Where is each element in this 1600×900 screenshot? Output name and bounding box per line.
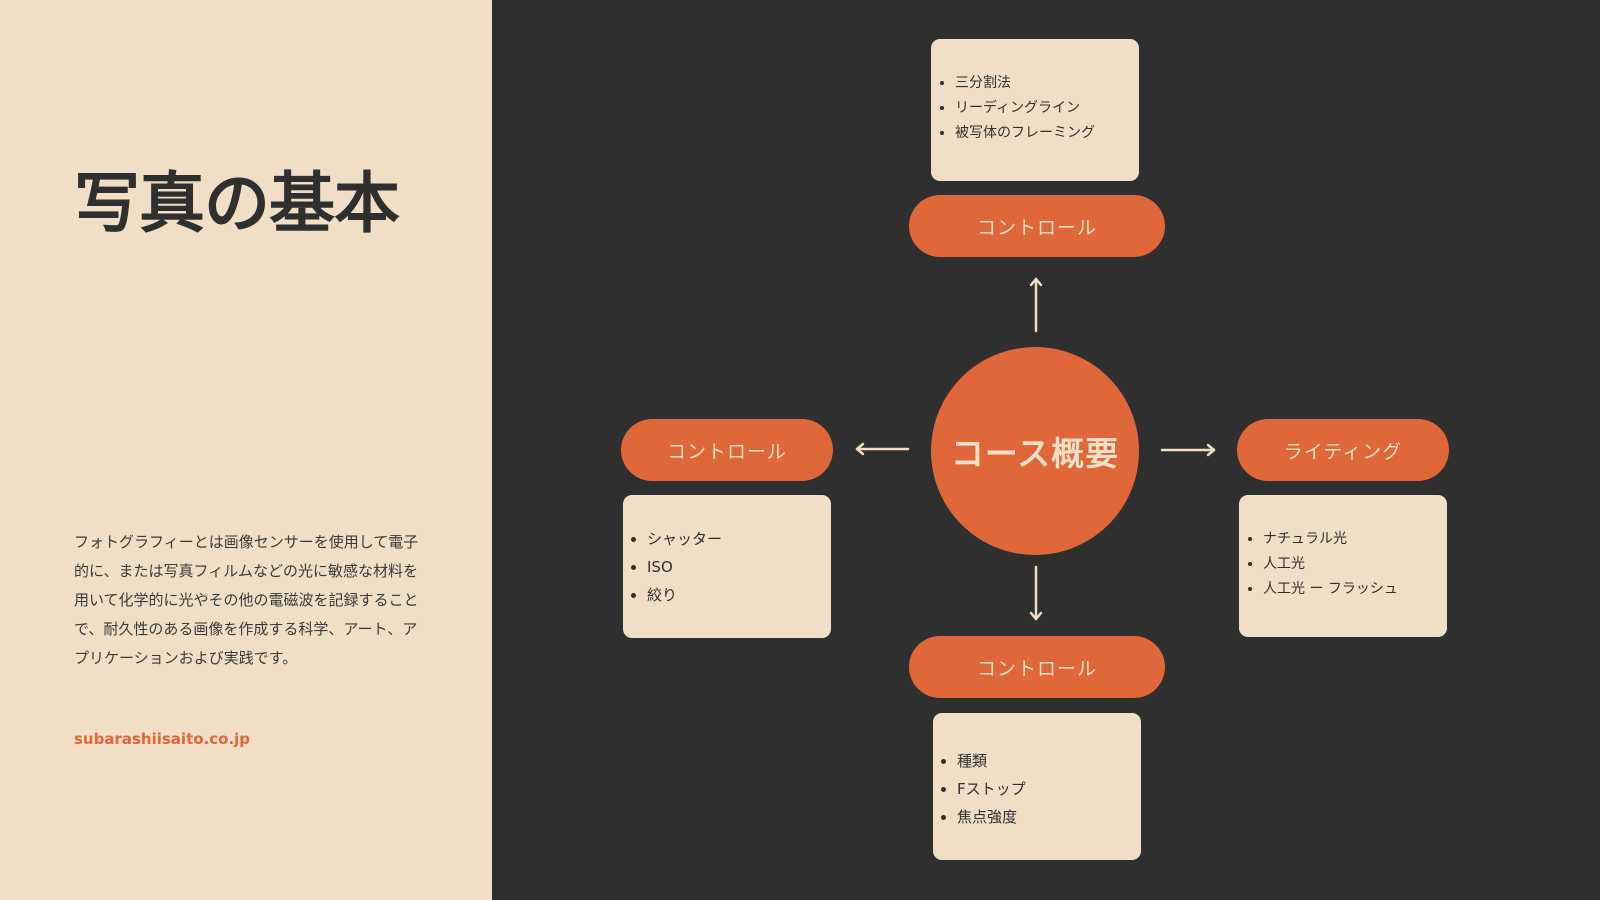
top-list-box: 三分割法 リーディングライン 被写体のフレーミング (931, 39, 1139, 181)
list-item: 焦点強度 (957, 803, 1141, 831)
list-item: Fストップ (957, 775, 1141, 803)
right-list-box: ナチュラル光 人工光 人工光 ー フラッシュ (1239, 495, 1447, 637)
page-title: 写真の基本 (74, 165, 400, 242)
list-item: ナチュラル光 (1263, 527, 1447, 552)
description-text: フォトグラフィーとは画像センサーを使用して電子的に、または写真フィルムなどの光に… (74, 533, 419, 667)
list-item: 種類 (957, 747, 1141, 775)
list-item: リーディングライン (955, 96, 1139, 121)
right-node-pill[interactable]: ライティング (1237, 419, 1449, 481)
center-node: コース概要 (931, 347, 1139, 555)
bottom-list-box: 種類 Fストップ 焦点強度 (933, 713, 1141, 860)
left-list: シャッター ISO 絞り (623, 525, 831, 609)
right-list: ナチュラル光 人工光 人工光 ー フラッシュ (1239, 527, 1447, 602)
website-link[interactable]: subarashiisaito.co.jp (74, 730, 251, 748)
list-item: 絞り (647, 581, 831, 609)
list-item: 三分割法 (955, 71, 1139, 96)
list-item: シャッター (647, 525, 831, 553)
top-list: 三分割法 リーディングライン 被写体のフレーミング (931, 71, 1139, 146)
left-node-pill[interactable]: コントロール (621, 419, 833, 481)
top-node-pill[interactable]: コントロール (909, 195, 1165, 257)
left-panel: 写真の基本 フォトグラフィーとは画像センサーを使用して電子的に、または写真フィル… (0, 0, 492, 900)
list-item: 人工光 ー フラッシュ (1263, 577, 1447, 602)
list-item: ISO (647, 553, 831, 581)
bottom-node-pill[interactable]: コントロール (909, 636, 1165, 698)
list-item: 人工光 (1263, 552, 1447, 577)
bottom-list: 種類 Fストップ 焦点強度 (933, 747, 1141, 831)
left-list-box: シャッター ISO 絞り (623, 495, 831, 638)
list-item: 被写体のフレーミング (955, 121, 1139, 146)
